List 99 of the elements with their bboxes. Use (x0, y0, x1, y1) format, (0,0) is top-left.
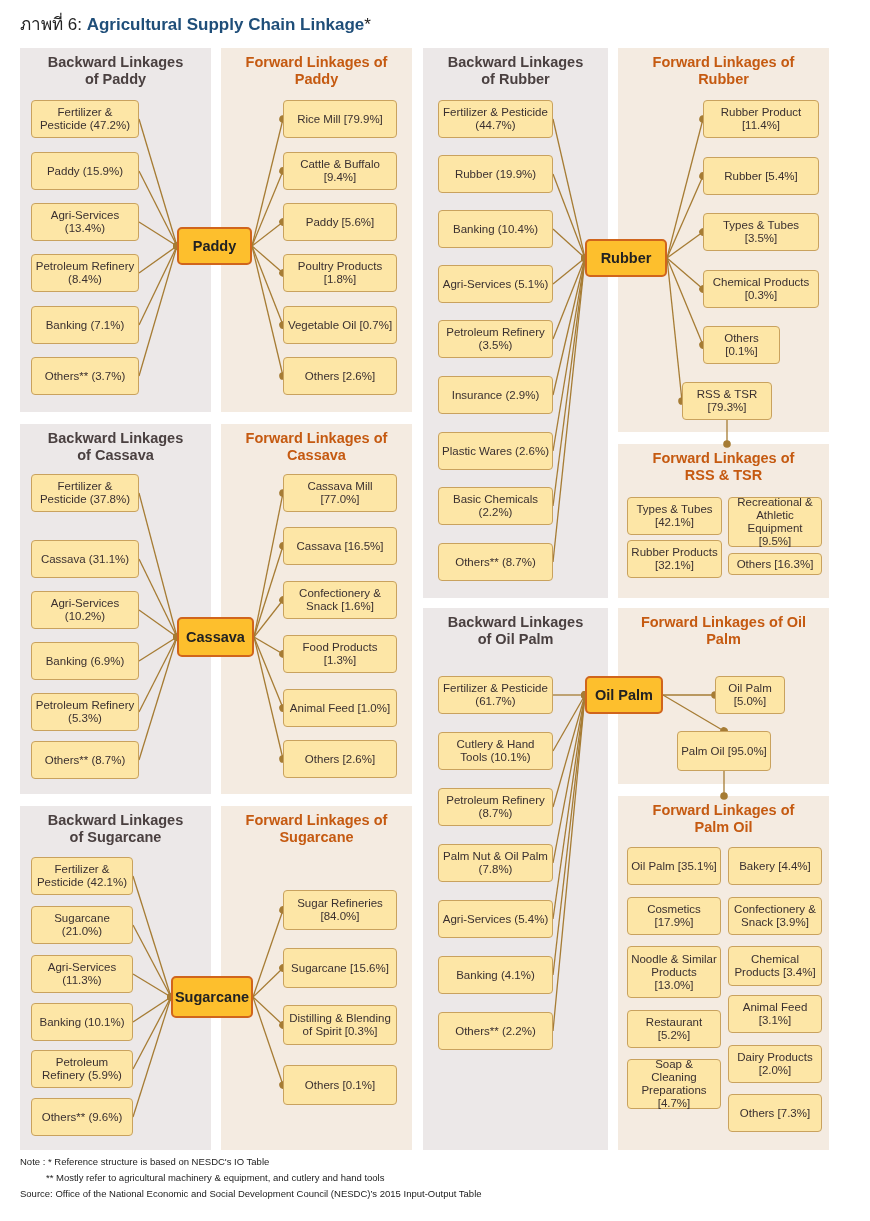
sector-box: Cassava (31.1%) (31, 540, 139, 578)
connector-line (720, 770, 728, 800)
sector-box: Others [2.6%] (283, 740, 397, 778)
panel-heading: Forward Linkages of Cassava (244, 430, 389, 464)
sector-box: Others** (2.2%) (438, 1012, 553, 1050)
sector-box: Soap & Cleaning Preparations [4.7%] (627, 1059, 721, 1109)
sector-box: RSS & TSR [79.3%] (682, 382, 772, 420)
crop-box: Oil Palm (585, 676, 663, 714)
sector-box: Banking (10.1%) (31, 1003, 133, 1041)
sector-box: Rubber [5.4%] (703, 157, 819, 195)
sector-box: Oil Palm [5.0%] (715, 676, 785, 714)
sector-box: Banking (4.1%) (438, 956, 553, 994)
sector-box: Cattle & Buffalo [9.4%] (283, 152, 397, 190)
sector-box: Others [0.1%] (703, 326, 780, 364)
sector-box: Rubber Products [32.1%] (627, 540, 722, 578)
sector-box: Fertilizer & Pesticide (61.7%) (438, 676, 553, 714)
sector-box: Fertilizer & Pesticide (47.2%) (31, 100, 139, 138)
sector-box: Palm Nut & Oil Palm (7.8%) (438, 844, 553, 882)
sector-box: Cosmetics [17.9%] (627, 897, 721, 935)
sector-box: Rice Mill [79.9%] (283, 100, 397, 138)
figure-title: ภาพที่ 6: Agricultural Supply Chain Linkage* (20, 10, 371, 37)
panel-heading: Backward Linkages of Sugarcane (46, 812, 185, 846)
panel-heading: Forward Linkages of RSS & TSR (651, 450, 796, 484)
sector-box: Types & Tubes [42.1%] (627, 497, 722, 535)
sector-box: Agri-Services (5.1%) (438, 265, 553, 303)
crop-box: Cassava (177, 617, 254, 657)
sector-box: Bakery [4.4%] (728, 847, 822, 885)
footnote: Note : * Reference structure is based on NESDC's IO Table (20, 1156, 270, 1167)
sector-box: Chemical Products [0.3%] (703, 270, 819, 308)
crop-box: Sugarcane (171, 976, 253, 1018)
sector-box: Others [7.3%] (728, 1094, 822, 1132)
sector-box: Fertilizer & Pesticide (42.1%) (31, 857, 133, 895)
sector-box: Agri-Services (13.4%) (31, 203, 139, 241)
sector-box: Chemical Products [3.4%] (728, 946, 822, 986)
sector-box: Distilling & Blending of Spirit [0.3%] (283, 1005, 397, 1045)
sector-box: Fertilizer & Pesticide (44.7%) (438, 100, 553, 138)
linkage-panel (618, 608, 829, 784)
sector-box: Others** (3.7%) (31, 357, 139, 395)
panel-heading: Forward Linkages of Oil Palm (639, 614, 808, 648)
sector-box: Others [0.1%] (283, 1065, 397, 1105)
sector-box: Agri-Services (5.4%) (438, 900, 553, 938)
sector-box: Banking (7.1%) (31, 306, 139, 344)
sector-box: Restaurant [5.2%] (627, 1010, 721, 1048)
sector-box: Animal Feed [3.1%] (728, 995, 822, 1033)
sector-box: Banking (10.4%) (438, 210, 553, 248)
panel-heading: Backward Linkages of Paddy (46, 54, 185, 88)
linkage-panel (618, 796, 829, 1150)
sector-box: Types & Tubes [3.5%] (703, 213, 819, 251)
linkage-panel (618, 444, 829, 598)
panel-heading: Backward Linkages of Cassava (46, 430, 185, 464)
sector-box: Cutlery & Hand Tools (10.1%) (438, 732, 553, 770)
sector-box: Animal Feed [1.0%] (283, 689, 397, 727)
sector-box: Others** (8.7%) (31, 741, 139, 779)
panel-heading: Backward Linkages of Rubber (446, 54, 585, 88)
sector-box: Others** (8.7%) (438, 543, 553, 581)
sector-box: Recreational & Athletic Equipment [9.5%] (728, 497, 822, 547)
sector-box: Confectionery & Snack [3.9%] (728, 897, 822, 935)
sector-box: Petroleum Refinery (5.3%) (31, 693, 139, 731)
sector-box: Paddy (15.9%) (31, 152, 139, 190)
sector-box: Cassava [16.5%] (283, 527, 397, 565)
sector-box: Petroleum Refinery (8.7%) (438, 788, 553, 826)
sector-box: Others [16.3%] (728, 553, 822, 575)
sector-box: Banking (6.9%) (31, 642, 139, 680)
sector-box: Vegetable Oil [0.7%] (283, 306, 397, 344)
panel-heading: Forward Linkages of Paddy (244, 54, 389, 88)
sector-box: Food Products [1.3%] (283, 635, 397, 673)
sector-box: Agri-Services (10.2%) (31, 591, 139, 629)
sector-box: Oil Palm [35.1%] (627, 847, 721, 885)
panel-heading: Backward Linkages of Oil Palm (446, 614, 585, 648)
sector-box: Basic Chemicals (2.2%) (438, 487, 553, 525)
crop-box: Rubber (585, 239, 667, 277)
sector-box: Paddy [5.6%] (283, 203, 397, 241)
connector-line (723, 419, 731, 448)
sector-box: Sugar Refineries [84.0%] (283, 890, 397, 930)
sector-box: Petroleum Refinery (5.9%) (31, 1050, 133, 1088)
sector-box: Noodle & Similar Products [13.0%] (627, 946, 721, 998)
sector-box: Sugarcane (21.0%) (31, 906, 133, 944)
sector-box: Agri-Services (11.3%) (31, 955, 133, 993)
sector-box: Dairy Products [2.0%] (728, 1045, 822, 1083)
sector-box: Cassava Mill [77.0%] (283, 474, 397, 512)
panel-heading: Forward Linkages of Palm Oil (651, 802, 796, 836)
sector-box: Others** (9.6%) (31, 1098, 133, 1136)
sector-box: Sugarcane [15.6%] (283, 948, 397, 988)
source-note: Source: Office of the National Economic and Social Development Council (NESDC)’s 2015 Input-Output Table (20, 1188, 482, 1199)
sector-box: Palm Oil [95.0%] (677, 731, 771, 771)
panel-heading: Forward Linkages of Sugarcane (244, 812, 389, 846)
sector-box: Fertilizer & Pesticide (37.8%) (31, 474, 139, 512)
sector-box: Rubber (19.9%) (438, 155, 553, 193)
footnote: ** Mostly refer to agricultural machinery & equipment, and cutlery and hand tools (46, 1172, 385, 1183)
sector-box: Petroleum Refinery (8.4%) (31, 254, 139, 292)
sector-box: Plastic Wares (2.6%) (438, 432, 553, 470)
sector-box: Petroleum Refinery (3.5%) (438, 320, 553, 358)
panel-heading: Forward Linkages of Rubber (651, 54, 796, 88)
sector-box: Insurance (2.9%) (438, 376, 553, 414)
sector-box: Others [2.6%] (283, 357, 397, 395)
sector-box: Poultry Products [1.8%] (283, 254, 397, 292)
sector-box: Rubber Product [11.4%] (703, 100, 819, 138)
sector-box: Confectionery & Snack [1.6%] (283, 581, 397, 619)
crop-box: Paddy (177, 227, 252, 265)
